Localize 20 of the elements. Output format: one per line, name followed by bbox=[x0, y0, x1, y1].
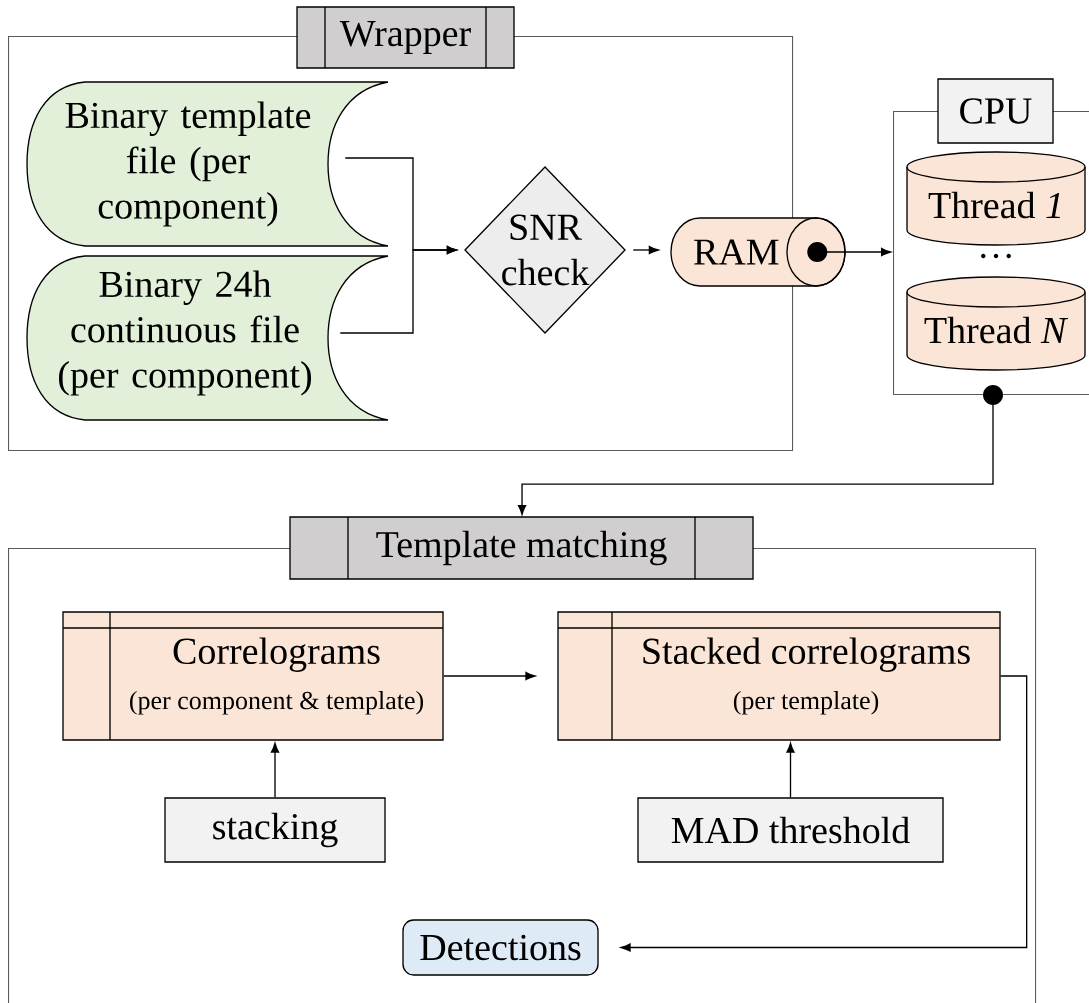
header-box: Template matching bbox=[289, 516, 754, 580]
arrow bbox=[517, 385, 1003, 515]
arrow bbox=[620, 675, 1028, 952]
process-box: stacking bbox=[164, 797, 386, 863]
header-box: Wrapper bbox=[296, 6, 515, 69]
arrow bbox=[786, 742, 795, 798]
ellipsis: … bbox=[981, 253, 1011, 259]
storage-cylinder: Thread 1 bbox=[906, 151, 1086, 246]
process-box: Stacked correlograms (per template) bbox=[557, 611, 1001, 741]
storage-cylinder: RAM bbox=[670, 217, 846, 287]
arrow bbox=[339, 245, 457, 334]
arrow bbox=[807, 242, 891, 262]
arrow bbox=[270, 742, 280, 798]
arrow bbox=[443, 671, 536, 681]
arrow bbox=[632, 245, 659, 255]
process-box: Correlograms (per component & template) bbox=[62, 611, 444, 741]
storage-cylinder: Thread N bbox=[906, 276, 1086, 371]
header-box: CPU bbox=[937, 78, 1054, 144]
process-box: MAD threshold bbox=[637, 797, 944, 863]
rounded-box: Detections bbox=[402, 919, 599, 976]
